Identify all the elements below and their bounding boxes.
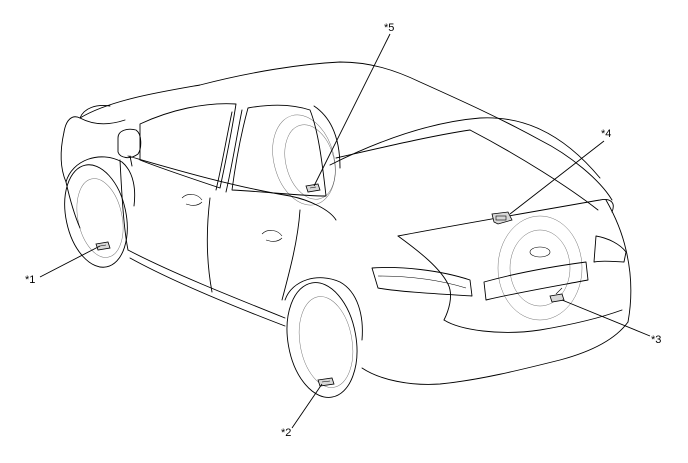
leader-line-2 xyxy=(291,383,323,429)
vehicle-outline xyxy=(60,61,632,385)
leader-line-3 xyxy=(561,299,651,337)
callout-label-3: *3 xyxy=(651,334,661,346)
leader-line-4 xyxy=(509,140,605,215)
callout-label-4: *4 xyxy=(601,128,611,140)
sensor-rear-right xyxy=(549,287,565,303)
spare-tire-ghost xyxy=(497,215,583,321)
callout-label-5: *5 xyxy=(384,22,394,34)
right-rear-wheel-ghost xyxy=(272,114,336,206)
receiver-module xyxy=(491,211,513,225)
sensor-front-right xyxy=(305,183,321,193)
leader-line-1 xyxy=(39,245,101,278)
leader-line-5 xyxy=(313,33,391,187)
callout-label-1: *1 xyxy=(25,274,35,286)
front-left-wheel xyxy=(64,164,128,268)
rear-left-wheel xyxy=(286,282,358,398)
sensor-front-left xyxy=(95,241,111,251)
sensor-rear-left xyxy=(317,377,335,387)
callout-label-2: *2 xyxy=(281,427,291,439)
